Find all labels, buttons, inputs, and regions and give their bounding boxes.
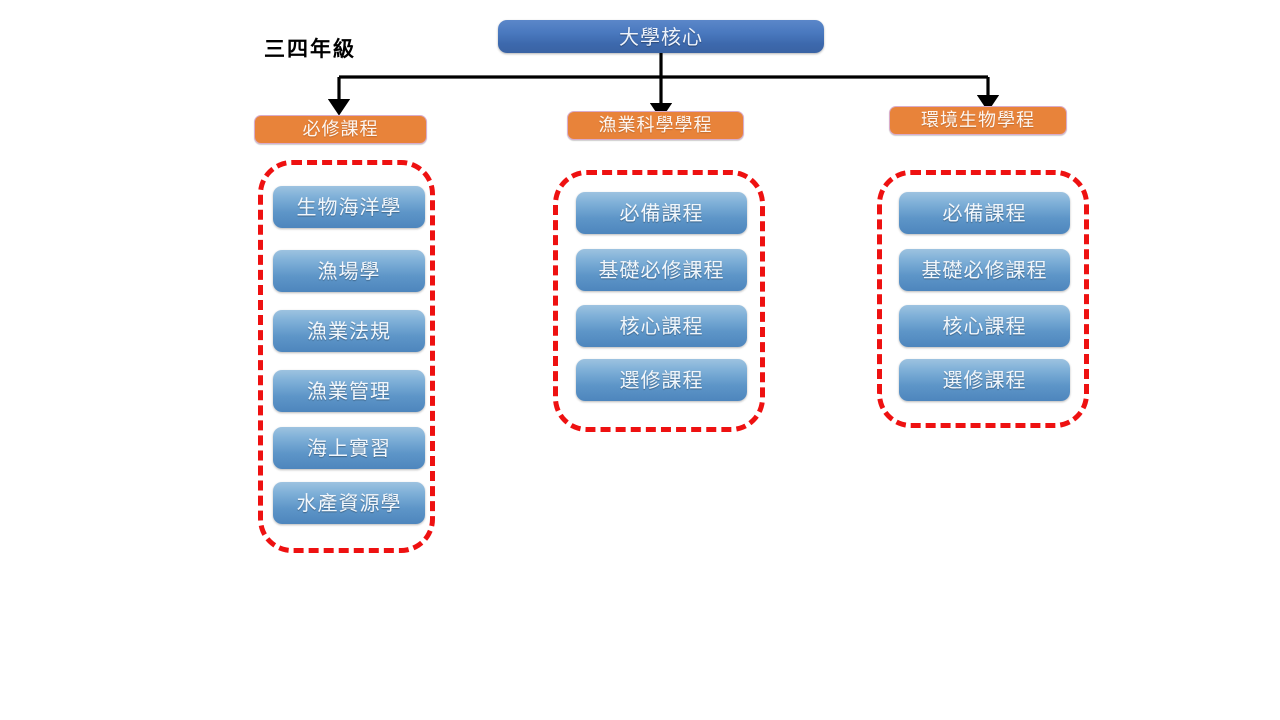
root-node-university-core[interactable]: 大學核心 [498,20,824,53]
course-chip[interactable]: 必備課程 [899,192,1070,234]
course-chip-label: 生物海洋學 [296,195,402,219]
group-outline-branch-3 [877,170,1089,428]
course-chip[interactable]: 選修課程 [576,359,747,401]
group-outline-branch-1 [258,160,435,553]
course-chip-label: 漁場學 [317,259,381,283]
course-chip-label: 核心課程 [619,314,704,338]
course-chip[interactable]: 漁業法規 [273,310,425,352]
category-header-label: 環境生物學程 [921,109,1035,131]
course-chip-label: 漁業管理 [307,379,391,403]
course-chip[interactable]: 核心課程 [576,305,747,347]
category-header-label: 必修課程 [302,118,379,140]
group-outline-branch-2 [553,170,765,432]
course-chip-label: 漁業法規 [307,319,391,343]
course-chip[interactable]: 必備課程 [576,192,747,234]
course-chip-label: 必備課程 [942,201,1027,225]
category-header-label: 漁業科學學程 [598,114,713,136]
course-chip[interactable]: 核心課程 [899,305,1070,347]
course-chip-label: 必備課程 [619,201,704,225]
course-chip[interactable]: 水產資源學 [273,482,425,524]
stage-caption: 三四年級 [264,36,356,61]
category-header-required-courses[interactable]: 必修課程 [254,115,427,144]
root-node-label: 大學核心 [619,24,703,49]
course-chip-label: 基礎必修課程 [921,258,1048,282]
course-chip[interactable]: 基礎必修課程 [576,249,747,291]
course-chip[interactable]: 基礎必修課程 [899,249,1070,291]
course-chip[interactable]: 生物海洋學 [273,186,425,228]
course-chip[interactable]: 漁場學 [273,250,425,292]
course-chip-label: 基礎必修課程 [598,258,725,282]
course-chip[interactable]: 選修課程 [899,359,1070,401]
course-chip[interactable]: 漁業管理 [273,370,425,412]
category-header-environmental-biology-program[interactable]: 環境生物學程 [889,106,1067,135]
course-chip-label: 選修課程 [619,368,704,392]
course-chip-label: 核心課程 [942,314,1027,338]
course-chip-label: 選修課程 [942,368,1027,392]
category-header-fishery-science-program[interactable]: 漁業科學學程 [567,111,744,140]
course-chip[interactable]: 海上實習 [273,427,425,469]
course-chip-label: 海上實習 [307,436,391,460]
course-chip-label: 水產資源學 [296,491,402,515]
